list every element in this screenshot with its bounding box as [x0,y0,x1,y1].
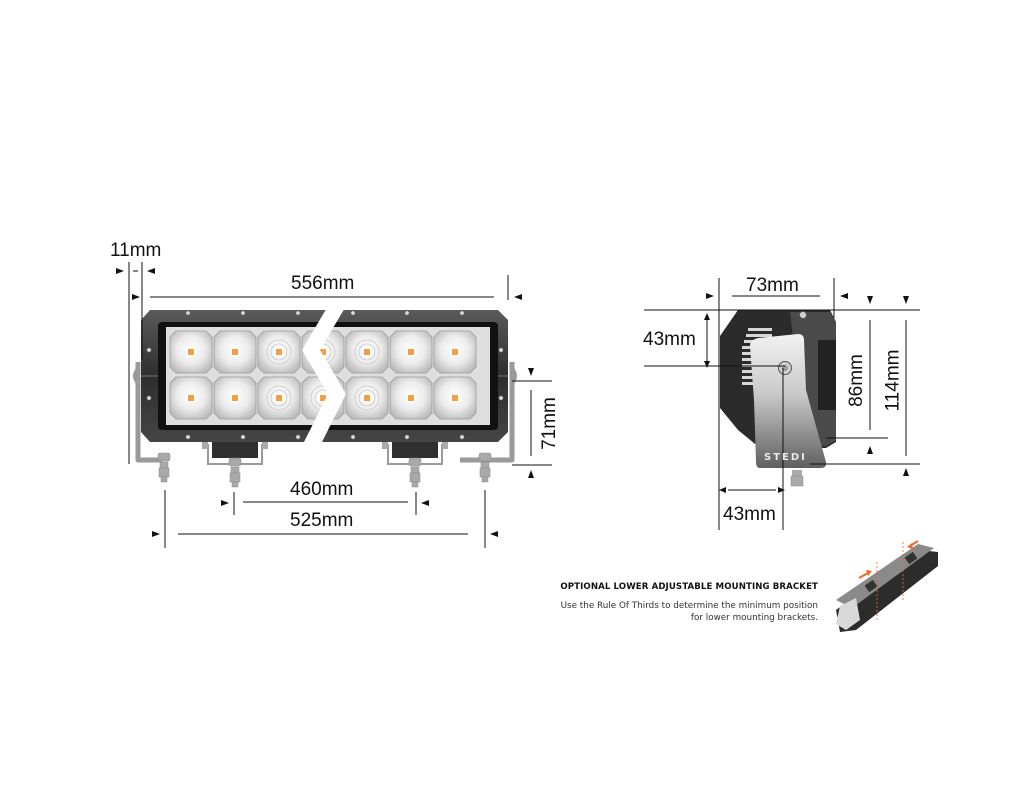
dim-body-height: 86mm [845,354,867,407]
dim-bracket-offset: 11mm [110,240,162,261]
dim-lower-bracket-spacing: 460mm [290,479,354,500]
dim-side-bracket-spacing: 525mm [290,510,354,531]
note-body-line-2: for lower mounting brackets. [690,613,818,623]
dim-pivot-offset: 43mm [723,504,776,525]
note-body: Use the Rule Of Thirds to determine the … [560,600,818,624]
mounting-bracket-illustration [836,540,938,632]
led-grid [169,330,477,420]
note-body-line-1: Use the Rule Of Thirds to determine the … [560,601,818,611]
dim-overall-height: 114mm [882,349,904,412]
brand-logo: STEDI [764,452,807,463]
front-dimension-lines [116,262,552,548]
dim-bracket-height: 71mm [538,397,560,450]
dim-overall-width: 556mm [291,273,355,294]
dim-depth: 73mm [746,275,799,296]
note-title: OPTIONAL LOWER ADJUSTABLE MOUNTING BRACK… [560,582,818,592]
front-view-light-bar [133,306,517,488]
dim-pivot-height: 43mm [643,329,696,350]
side-dimension-lines [644,278,920,530]
side-view-light-bar [720,310,836,487]
